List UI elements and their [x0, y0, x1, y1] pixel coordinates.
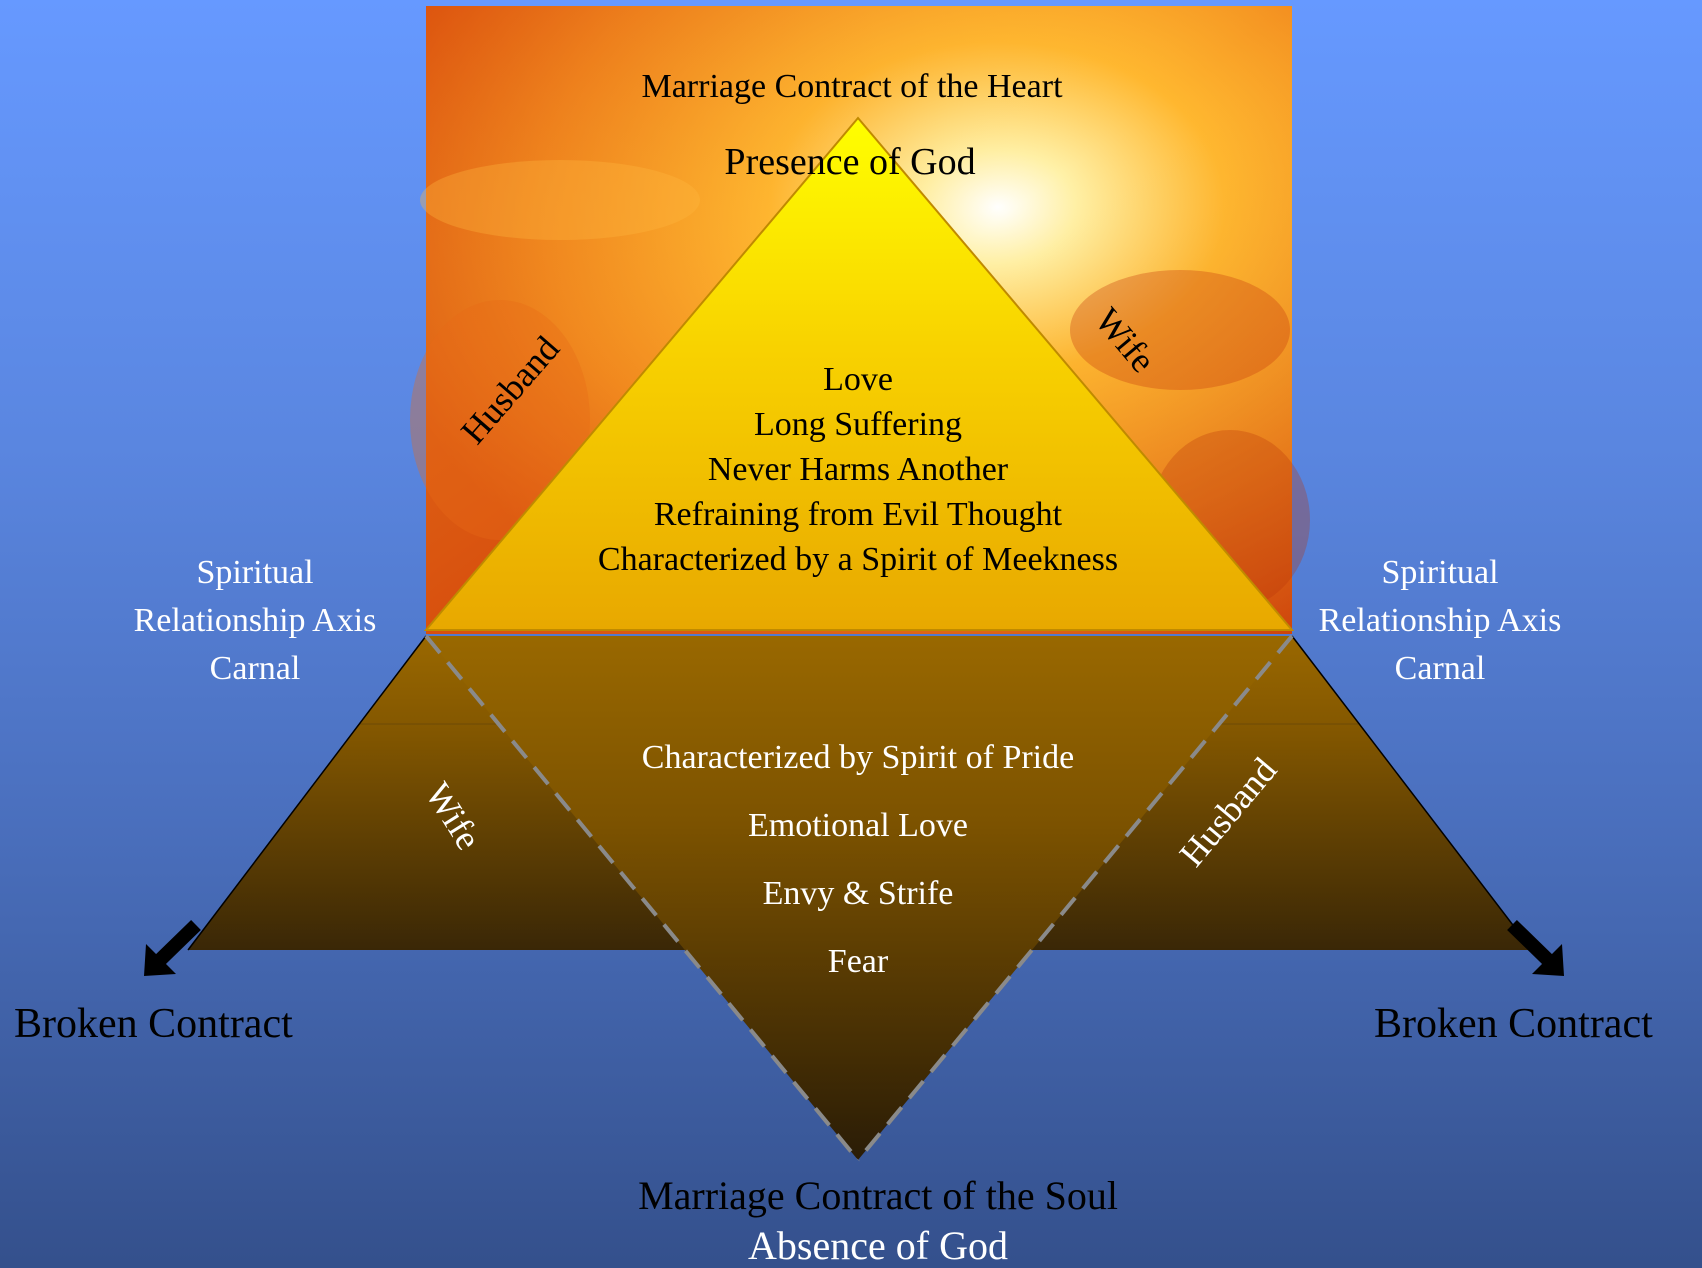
left-dashed-edge — [424, 634, 860, 1162]
bottom-subtitle: Absence of God — [748, 1223, 1008, 1268]
traits-list: Characterized by Spirit of Pride Emotion… — [642, 724, 1074, 996]
right-axis-labels: Spiritual Relationship Axis Carnal — [1319, 549, 1562, 693]
trait-item: Emotional Love — [747, 807, 969, 844]
virtue-item: Never Harms Another — [707, 451, 1009, 488]
left-axis-labels: Spiritual Relationship Axis Carnal — [134, 549, 377, 693]
trait-item: Envy & Strife — [762, 875, 954, 912]
broken-arrow-left — [144, 919, 201, 976]
soul-triangle — [426, 636, 1292, 1160]
trait-item: Characterized by Spirit of Pride — [641, 739, 1075, 776]
right-dashed-edge — [856, 634, 1294, 1162]
broken-arrow-right — [1507, 919, 1564, 976]
axis-relationship: Relationship Axis — [133, 602, 377, 639]
apex-label: Presence of God — [724, 141, 976, 183]
axis-spiritual: Spiritual — [196, 554, 314, 591]
axis-carnal: Carnal — [1394, 650, 1486, 687]
virtue-item: Love — [823, 361, 893, 398]
trait-item: Fear — [827, 943, 889, 980]
axis-carnal: Carnal — [209, 650, 301, 687]
virtue-item: Refraining from Evil Thought — [653, 496, 1063, 533]
virtue-item: Characterized by a Spirit of Meekness — [597, 541, 1119, 578]
axis-relationship: Relationship Axis — [1318, 602, 1562, 639]
axis-spiritual: Spiritual — [1381, 554, 1499, 591]
spirit-pyramid — [423, 116, 1295, 631]
bottom-title: Marriage Contract of the Soul — [638, 1173, 1118, 1218]
virtue-item: Long Suffering — [753, 406, 963, 443]
broken-contract-left: Broken Contract — [14, 1001, 293, 1047]
broken-contract-right: Broken Contract — [1374, 1001, 1653, 1047]
virtues-list: Love Long Suffering Never Harms Another … — [598, 357, 1118, 582]
top-title: Marriage Contract of the Heart — [641, 68, 1063, 105]
carnal-right-edge — [1291, 635, 1533, 951]
carnal-left-edge — [187, 635, 427, 951]
